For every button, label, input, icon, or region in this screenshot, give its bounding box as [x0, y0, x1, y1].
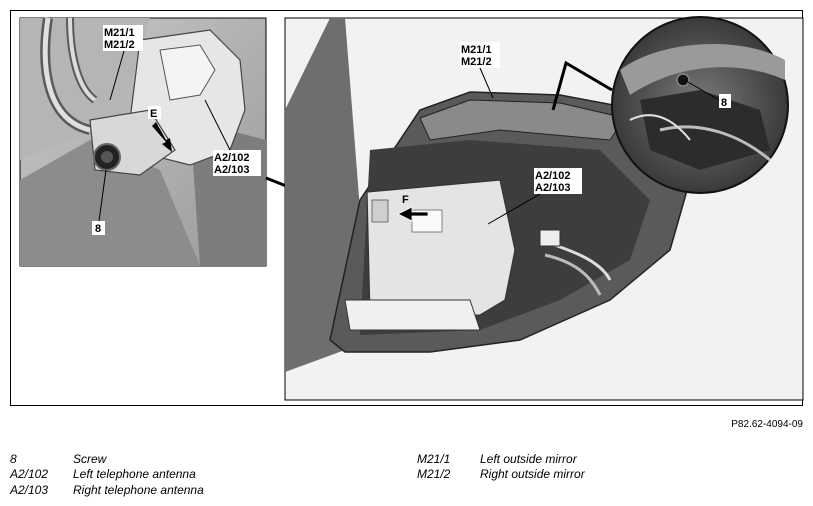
callout-left-antenna-2: A2/103 [214, 164, 249, 176]
legend-code: 8 [10, 452, 17, 466]
right-callouts: M21/1 M21/2 A2/102 A2/103 F [397, 42, 582, 225]
legend-description: Left outside mirror [480, 452, 577, 466]
legend-description: Left telephone antenna [73, 467, 196, 481]
legend-code: A2/102 [10, 467, 49, 481]
legend-code: A2/103 [10, 483, 49, 497]
legend-description: Right outside mirror [480, 467, 585, 481]
antenna-module [366, 179, 516, 319]
legend-right: M21/1 Left outside mirror M21/2 Right ou… [417, 451, 797, 485]
callout-left-screw: 8 [95, 223, 101, 235]
legend-code: M21/1 [417, 452, 451, 466]
callout-right-mirror-2: M21/2 [461, 56, 492, 68]
callout-right-antenna-2: A2/103 [535, 182, 570, 194]
magnified-detail: 8 [551, 16, 789, 194]
figure-id: P82.62-4094-09 [731, 419, 803, 430]
legend-left: 8 Screw A2/102 Left telephone antenna A2… [10, 451, 370, 501]
callout-left-mirror-2: M21/2 [104, 39, 135, 51]
legend-code: M21/2 [417, 467, 451, 481]
callout-right-antenna-1: A2/102 [535, 170, 570, 182]
callout-right-arrow-label: F [402, 194, 409, 206]
arrow-e-icon [152, 122, 172, 152]
callout-right-mirror-1: M21/1 [461, 44, 492, 56]
arrow-f-icon [397, 206, 429, 222]
left-callouts: M21/1 M21/2 E A2/102 A2/103 8 [92, 25, 261, 235]
callout-left-mirror-1: M21/1 [104, 27, 135, 39]
legend-description: Right telephone antenna [73, 483, 204, 497]
screw-detail-right [676, 73, 690, 87]
callout-left-arrow-label: E [150, 108, 157, 120]
legend-description: Screw [73, 452, 107, 466]
callout-left-antenna-1: A2/102 [214, 152, 249, 164]
left-detail-panel [19, 17, 267, 267]
callout-right-screw: 8 [721, 97, 727, 109]
